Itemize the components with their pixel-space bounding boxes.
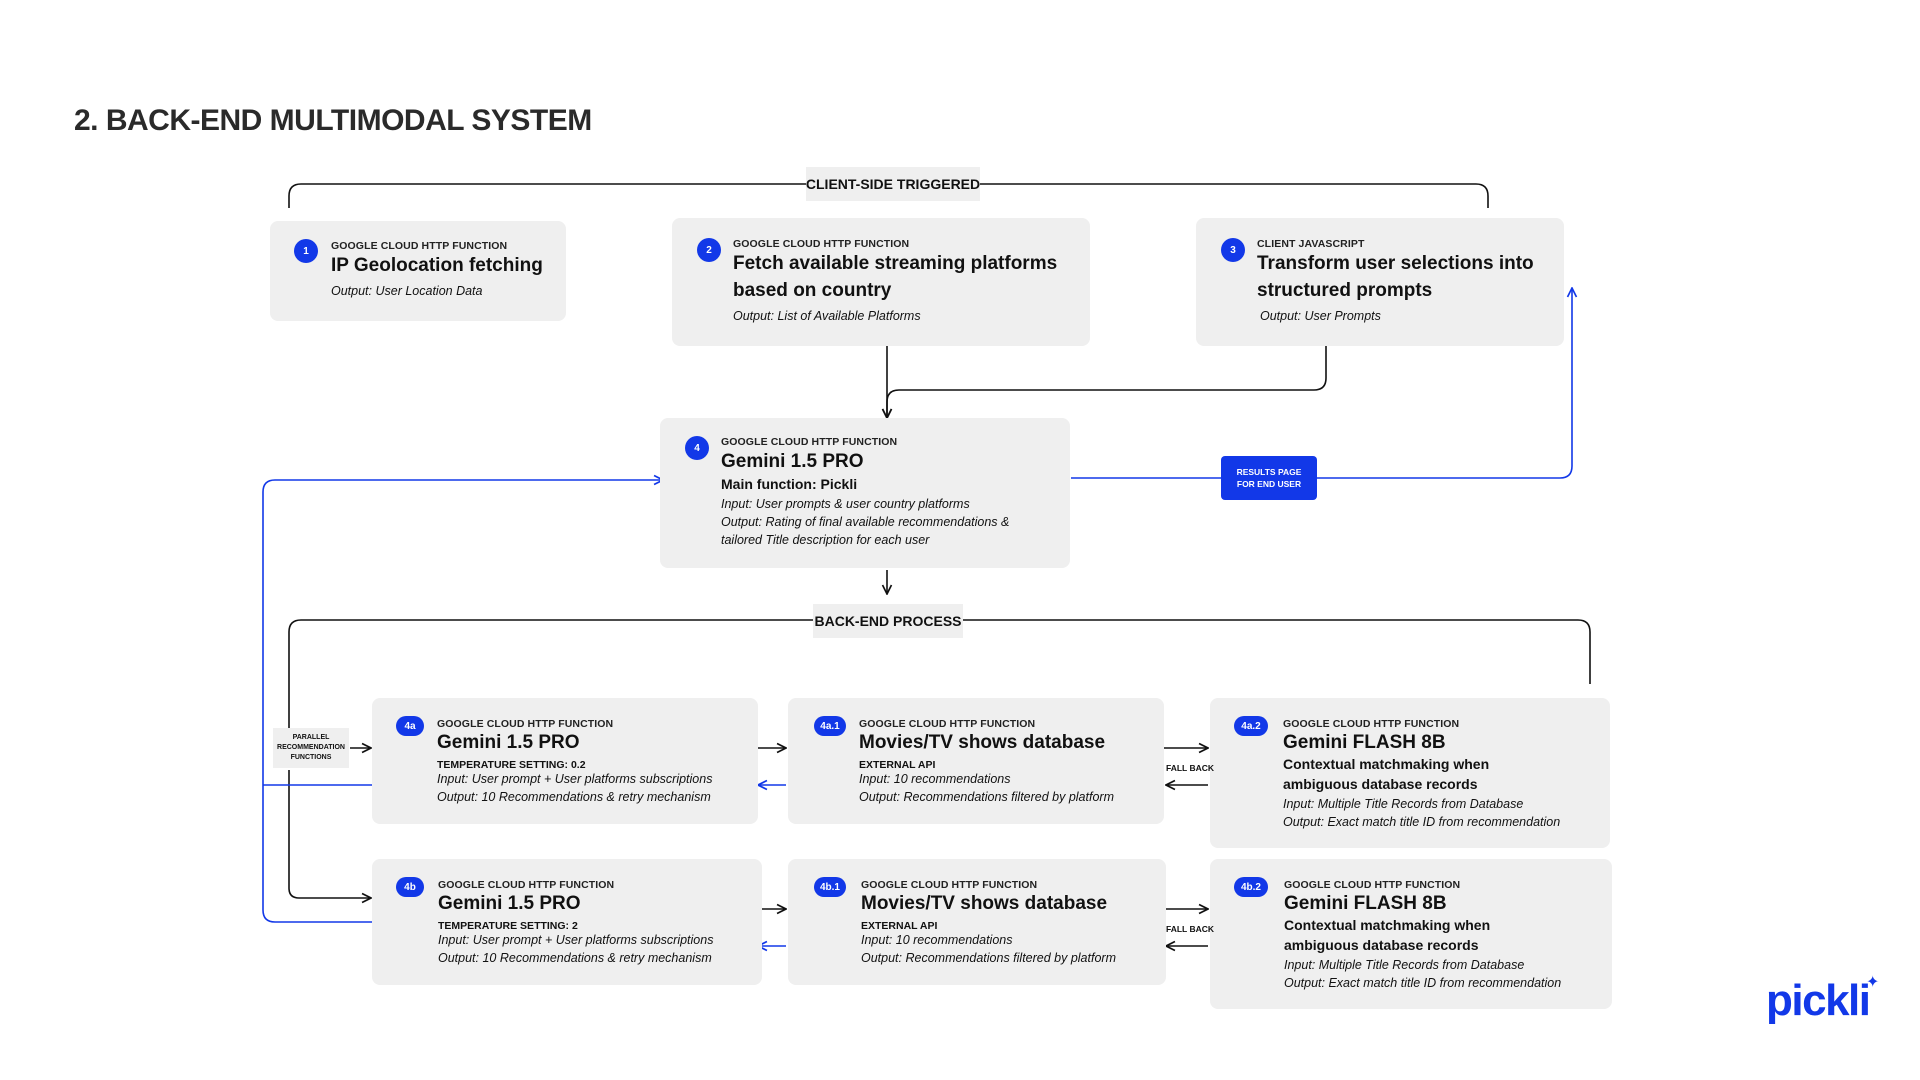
node-heading: Transform user selections into — [1257, 253, 1534, 274]
node-input: Input: 10 recommendations — [859, 772, 1011, 786]
node-output: Output: List of Available Platforms — [733, 309, 921, 323]
parallel-functions-label: PARALLEL RECOMMENDATION FUNCTIONS — [273, 728, 349, 768]
node-setting: EXTERNAL API — [859, 759, 936, 771]
node-heading: Gemini 1.5 PRO — [437, 732, 580, 753]
node-database-4b1: 4b.1 GOOGLE CLOUD HTTP FUNCTION Movies/T… — [788, 859, 1166, 985]
sparkle-icon: ✦ — [1866, 974, 1880, 991]
node-output: Output: Rating of final available recomm… — [721, 515, 1010, 529]
node-output: Output: User Prompts — [1260, 309, 1381, 323]
node-heading: structured prompts — [1257, 280, 1433, 301]
node-caption: GOOGLE CLOUD HTTP FUNCTION — [861, 879, 1038, 891]
node-setting: TEMPERATURE SETTING: 2 — [438, 920, 578, 932]
node-output: Output: Recommendations filtered by plat… — [861, 951, 1116, 965]
node-gemini-flash-4a2: 4a.2 GOOGLE CLOUD HTTP FUNCTION Gemini F… — [1210, 698, 1610, 848]
node-fetch-platforms: 2 GOOGLE CLOUD HTTP FUNCTION Fetch avail… — [672, 218, 1090, 346]
step-badge: 4a.2 — [1234, 716, 1268, 736]
node-input: Input: User prompt + User platforms subs… — [438, 933, 714, 947]
node-caption: GOOGLE CLOUD HTTP FUNCTION — [859, 718, 1036, 730]
step-badge: 4a — [396, 716, 424, 736]
node-input: Input: User prompts & user country platf… — [721, 497, 970, 511]
node-heading: Gemini FLASH 8B — [1284, 893, 1447, 914]
node-output: Output: User Location Data — [331, 284, 483, 298]
node-heading: Movies/TV shows database — [861, 893, 1108, 914]
step-badge: 4 — [685, 436, 709, 460]
node-input: Input: Multiple Title Records from Datab… — [1283, 797, 1524, 811]
node-gemini-main: 4 GOOGLE CLOUD HTTP FUNCTION Gemini 1.5 … — [660, 418, 1070, 568]
node-heading: IP Geolocation fetching — [331, 255, 543, 276]
node-subheading: Contextual matchmaking when — [1283, 756, 1490, 772]
page-title: 2. BACK-END MULTIMODAL SYSTEM — [74, 104, 592, 137]
pickli-logo: pickli — [1766, 976, 1871, 1025]
node-heading: Gemini FLASH 8B — [1283, 732, 1446, 753]
node-heading: Movies/TV shows database — [859, 732, 1106, 753]
node-caption: GOOGLE CLOUD HTTP FUNCTION — [438, 879, 615, 891]
step-badge: 4b — [396, 877, 424, 897]
step-badge: 3 — [1221, 238, 1245, 262]
node-caption: CLIENT JAVASCRIPT — [1257, 238, 1365, 250]
node-gemini-4b: 4b GOOGLE CLOUD HTTP FUNCTION Gemini 1.5… — [372, 859, 762, 985]
section-label-backend: BACK-END PROCESS — [813, 604, 963, 638]
node-heading: Gemini 1.5 PRO — [721, 451, 864, 472]
node-gemini-flash-4b2: 4b.2 GOOGLE CLOUD HTTP FUNCTION Gemini F… — [1210, 859, 1612, 1009]
node-subheading: Contextual matchmaking when — [1284, 917, 1491, 933]
node-caption: GOOGLE CLOUD HTTP FUNCTION — [1283, 718, 1460, 730]
node-output: Output: 10 Recommendations & retry mecha… — [437, 790, 711, 804]
node-input: Input: User prompt + User platforms subs… — [437, 772, 713, 786]
fallback-label-a: FALL BACK — [1166, 763, 1215, 773]
node-database-4a1: 4a.1 GOOGLE CLOUD HTTP FUNCTION Movies/T… — [788, 698, 1164, 824]
results-page-label: RESULTS PAGE FOR END USER — [1221, 456, 1317, 500]
step-badge: 4b.2 — [1234, 877, 1268, 897]
node-heading: based on country — [733, 280, 892, 301]
node-main-function: Main function: Pickli — [721, 476, 858, 492]
fallback-label-b: FALL BACK — [1166, 924, 1215, 934]
backend-bracket — [288, 619, 1591, 728]
node-transform-selections: 3 CLIENT JAVASCRIPT Transform user selec… — [1196, 218, 1564, 346]
node-output: Output: Exact match title ID from recomm… — [1283, 815, 1561, 829]
node-input: Input: 10 recommendations — [861, 933, 1013, 947]
arrow-bracket-to-4b — [288, 770, 371, 898]
step-badge: 4b.1 — [814, 877, 846, 897]
arrow-box3-to-box4 — [887, 332, 1327, 418]
node-gemini-4a: 4a GOOGLE CLOUD HTTP FUNCTION Gemini 1.5… — [372, 698, 758, 824]
client-bracket — [288, 183, 1489, 208]
node-subheading: ambiguous database records — [1284, 937, 1479, 953]
node-output: Output: Recommendations filtered by plat… — [859, 790, 1114, 804]
node-input: Input: Multiple Title Records from Datab… — [1284, 958, 1525, 972]
node-subheading: ambiguous database records — [1283, 776, 1478, 792]
step-badge: 2 — [697, 238, 721, 262]
node-output: Output: 10 Recommendations & retry mecha… — [438, 951, 712, 965]
node-heading: Gemini 1.5 PRO — [438, 893, 581, 914]
node-ip-geolocation: 1 GOOGLE CLOUD HTTP FUNCTION IP Geolocat… — [270, 221, 566, 321]
feedback-loop-to-box4 — [262, 480, 663, 923]
node-caption: GOOGLE CLOUD HTTP FUNCTION — [331, 240, 508, 252]
step-badge: 1 — [294, 239, 318, 263]
node-caption: GOOGLE CLOUD HTTP FUNCTION — [437, 718, 614, 730]
section-label-client: CLIENT-SIDE TRIGGERED — [806, 167, 980, 201]
node-output: tailored Title description for each user — [721, 533, 930, 547]
node-caption: GOOGLE CLOUD HTTP FUNCTION — [1284, 879, 1461, 891]
step-badge: 4a.1 — [814, 716, 846, 736]
node-setting: TEMPERATURE SETTING: 0.2 — [437, 759, 586, 771]
node-caption: GOOGLE CLOUD HTTP FUNCTION — [721, 436, 898, 448]
node-caption: GOOGLE CLOUD HTTP FUNCTION — [733, 238, 910, 250]
node-heading: Fetch available streaming platforms — [733, 253, 1058, 274]
results-loop-to-box3 — [1071, 288, 1572, 479]
node-output: Output: Exact match title ID from recomm… — [1284, 976, 1562, 990]
node-setting: EXTERNAL API — [861, 920, 938, 932]
